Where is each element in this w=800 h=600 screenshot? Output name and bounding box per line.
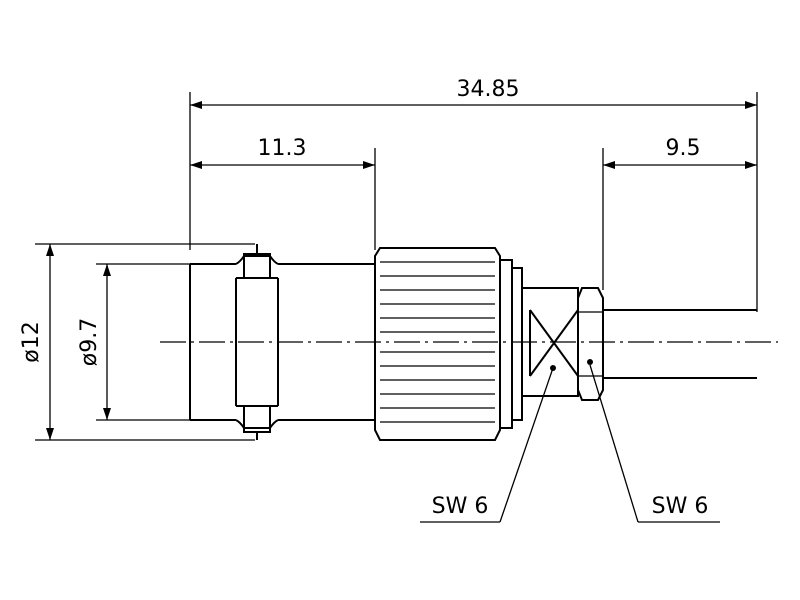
connector-neck (499, 259, 523, 429)
dimension-lines (46, 101, 757, 440)
dim-overall-length: 34.85 (457, 77, 520, 102)
wrench-size-right: SW 6 (652, 494, 709, 519)
dim-outer-diameter: ø12 (19, 321, 44, 362)
dim-body-length: 11.3 (258, 136, 307, 161)
knurled-coupling-nut (374, 247, 501, 441)
connector-rear-body (189, 244, 375, 440)
leader-lines (420, 364, 720, 523)
extension-lines (35, 92, 758, 441)
cable (603, 309, 757, 379)
dim-inner-diameter: ø9.7 (77, 318, 102, 366)
dim-cable-length: 9.5 (666, 136, 701, 161)
hex-crimp-nut (577, 287, 604, 401)
wrench-size-left: SW 6 (432, 494, 489, 519)
